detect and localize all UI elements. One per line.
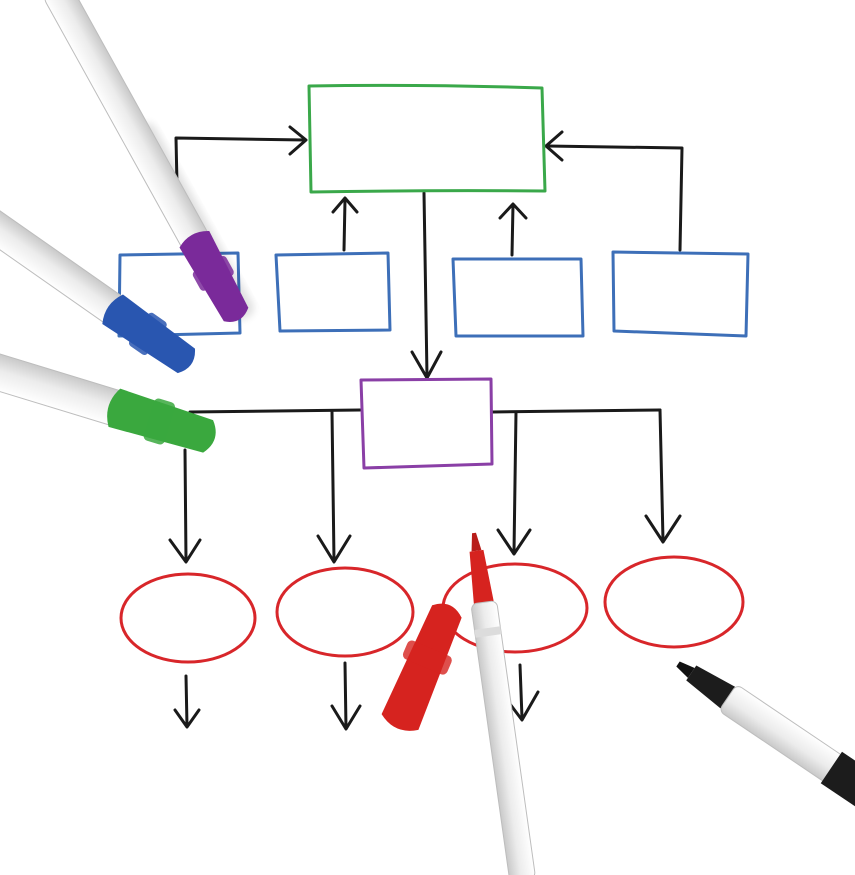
connector-box2-up — [342, 198, 347, 252]
drop-1 — [183, 448, 188, 562]
middle-box-4 — [611, 250, 750, 338]
arrowhead-top-left — [288, 125, 308, 156]
arrow-4 — [644, 514, 682, 544]
middle-box-3 — [451, 257, 585, 338]
purple-marker — [44, 0, 254, 322]
red-marker-cap — [381, 603, 462, 731]
arrow-1 — [168, 538, 202, 564]
arrowhead-top-right — [544, 130, 564, 162]
below-arrow-1 — [173, 708, 201, 729]
branch-bar-right — [490, 408, 662, 414]
connector-right-to-top — [545, 144, 684, 252]
black-marker — [676, 661, 855, 859]
drop-2 — [330, 410, 336, 562]
middle-box-2 — [274, 251, 392, 333]
below-2 — [343, 661, 348, 730]
top-box — [307, 83, 547, 194]
bottom-ellipse-3 — [441, 562, 589, 654]
below-arrow-2 — [330, 704, 362, 731]
drop-3 — [512, 410, 518, 554]
bottom-ellipse-1 — [119, 572, 257, 664]
center-box — [359, 377, 494, 470]
bottom-ellipse-2 — [275, 566, 415, 658]
arrowhead-box2-up — [331, 196, 359, 214]
blue-marker — [0, 112, 195, 374]
arrow-3 — [496, 528, 532, 556]
below-3 — [518, 663, 524, 720]
arrow-2 — [316, 534, 352, 564]
branch-bar-left — [188, 408, 362, 414]
connector-top-to-center — [422, 191, 429, 378]
red-marker — [469, 532, 536, 875]
below-arrow-3 — [508, 690, 540, 722]
green-marker — [0, 314, 216, 453]
bottom-ellipse-4 — [603, 555, 745, 649]
connector-box3-up — [510, 203, 515, 257]
arrowhead-box3-up — [498, 202, 528, 220]
drop-4 — [658, 408, 665, 542]
below-1 — [184, 674, 189, 728]
